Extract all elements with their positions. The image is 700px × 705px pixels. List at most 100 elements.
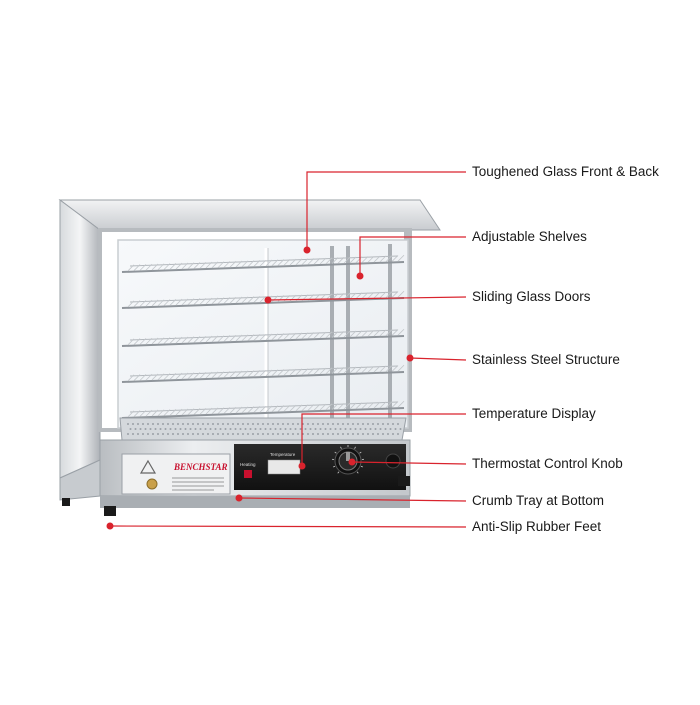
perforation (182, 423, 184, 425)
perforation (140, 428, 142, 430)
perforation (327, 423, 329, 425)
top-roof (60, 200, 440, 230)
perforation (147, 433, 149, 435)
callout-anchor-dot (407, 355, 414, 362)
power-inlet (147, 479, 157, 489)
perforation (297, 423, 299, 425)
perforation (350, 428, 352, 430)
heating-indicator-light (244, 470, 252, 478)
perforation (245, 428, 247, 430)
callout-anchor-dot (304, 247, 311, 254)
perforation (307, 423, 309, 425)
perforation (240, 428, 242, 430)
perforation (387, 433, 389, 435)
perforation (332, 423, 334, 425)
brand-logo: BENCHSTAR (173, 462, 228, 472)
perforation (162, 423, 164, 425)
perforation (300, 428, 302, 430)
perforation (292, 433, 294, 435)
control-panel (234, 444, 406, 490)
perforation (235, 428, 237, 430)
perforation (257, 433, 259, 435)
foot-front-right (398, 476, 410, 486)
perforation (202, 423, 204, 425)
perforation (385, 428, 387, 430)
callout-anchor-dot (299, 463, 306, 470)
perforation (150, 428, 152, 430)
perforation (360, 428, 362, 430)
callout-rubber-feet: Anti-Slip Rubber Feet (472, 519, 601, 535)
perforation (217, 423, 219, 425)
perforation (392, 433, 394, 435)
perforation (172, 433, 174, 435)
perforation (395, 428, 397, 430)
perforation (322, 423, 324, 425)
callout-leader-line (110, 526, 466, 527)
perforation (342, 433, 344, 435)
perforation (330, 428, 332, 430)
perforation (142, 423, 144, 425)
perforation (227, 433, 229, 435)
perforation (180, 428, 182, 430)
perforation (297, 433, 299, 435)
callout-thermostat-knob: Thermostat Control Knob (472, 456, 623, 472)
perforation (222, 423, 224, 425)
perforation (357, 423, 359, 425)
perforation (325, 428, 327, 430)
heating-label: Heating (240, 462, 256, 467)
perforation (152, 433, 154, 435)
perforation (137, 423, 139, 425)
perforation (377, 423, 379, 425)
perforation (197, 433, 199, 435)
perforation (275, 428, 277, 430)
callout-adjustable-shelves: Adjustable Shelves (472, 229, 587, 245)
perforation (202, 433, 204, 435)
perforation (182, 433, 184, 435)
perforation (397, 433, 399, 435)
perforation (145, 428, 147, 430)
perforation (287, 423, 289, 425)
perforation (345, 428, 347, 430)
perforation (375, 428, 377, 430)
perforation (172, 423, 174, 425)
perforation (252, 423, 254, 425)
perforated-base-tray (120, 418, 406, 440)
perforation (175, 428, 177, 430)
power-switch[interactable] (386, 454, 400, 468)
perforation (225, 428, 227, 430)
callout-anchor-dot (107, 523, 114, 530)
perforation (220, 428, 222, 430)
perforation (400, 428, 402, 430)
perforation (372, 423, 374, 425)
perforation (165, 428, 167, 430)
perforation (342, 423, 344, 425)
perforation (362, 423, 364, 425)
perforation (210, 428, 212, 430)
perforation (322, 433, 324, 435)
perforation (280, 428, 282, 430)
perforation (247, 433, 249, 435)
perforation (227, 423, 229, 425)
callout-leader-line (410, 358, 466, 360)
perforation (365, 428, 367, 430)
perforation (377, 433, 379, 435)
perforation (230, 428, 232, 430)
perforation (157, 423, 159, 425)
perforation (215, 428, 217, 430)
perforation (200, 428, 202, 430)
perforation (390, 428, 392, 430)
perforation (257, 423, 259, 425)
perforation (292, 423, 294, 425)
perforation (320, 428, 322, 430)
perforation (212, 423, 214, 425)
callout-anchor-dot (349, 459, 356, 466)
perforation (217, 433, 219, 435)
perforation (132, 423, 134, 425)
perforation (167, 433, 169, 435)
perforation (152, 423, 154, 425)
perforation (207, 423, 209, 425)
perforation (195, 428, 197, 430)
callout-sliding-glass-doors: Sliding Glass Doors (472, 289, 591, 305)
perforation (192, 423, 194, 425)
